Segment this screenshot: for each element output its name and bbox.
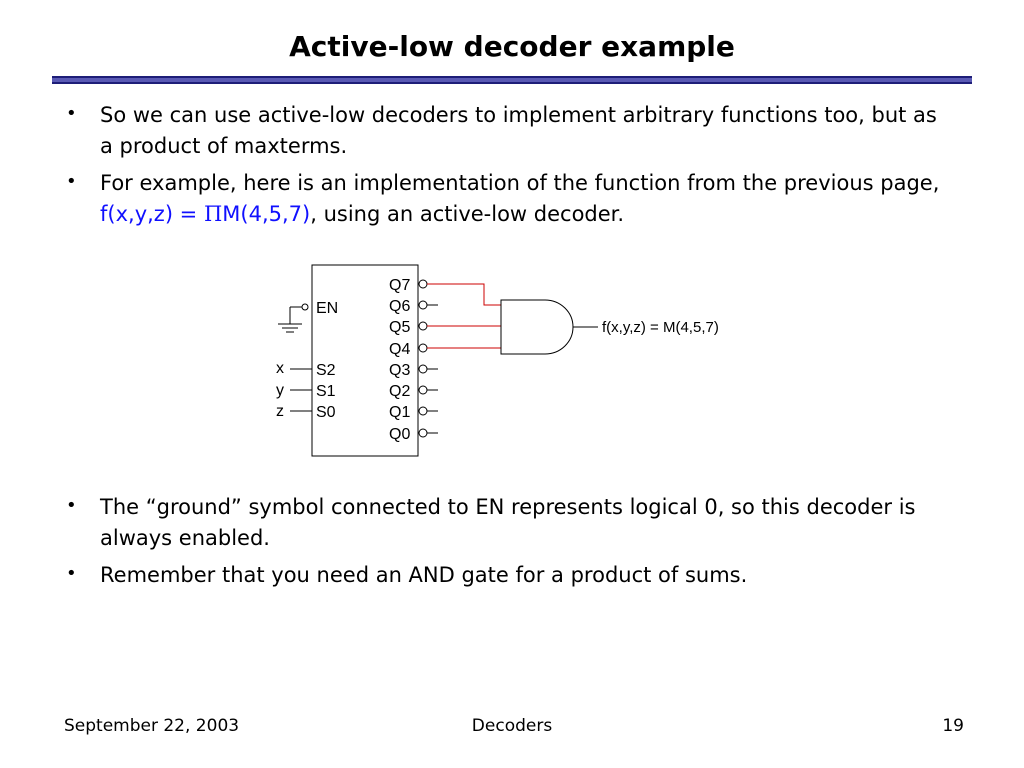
ground-icon (278, 303, 309, 333)
output-bubbles (418, 279, 438, 438)
output-label-q2: Q2 (389, 383, 410, 400)
formula-function: f(x,y,z) = (100, 202, 204, 226)
output-label-q1: Q1 (389, 404, 410, 421)
and-gate-icon (500, 299, 574, 355)
bullet-icon: • (66, 495, 77, 516)
input-z-label: z (276, 403, 284, 420)
bullet-icon: • (66, 563, 77, 584)
connection-wires (427, 283, 501, 349)
output-label-q4: Q4 (389, 341, 410, 358)
footer-page-number: 19 (942, 716, 964, 736)
bullet-text: For example, here is an implementation o… (100, 171, 940, 195)
output-label-q7: Q7 (389, 277, 410, 294)
bullet-text-suffix: , using an active-low decoder. (310, 202, 625, 226)
output-label-q0: Q0 (389, 426, 410, 443)
bullet-text: The “ground” symbol connected to EN repr… (100, 495, 916, 550)
bullet-icon: • (66, 171, 77, 192)
output-label-q3: Q3 (389, 362, 410, 379)
slide-title: Active-low decoder example (289, 30, 735, 63)
bullet-item: • The “ground” symbol connected to EN re… (64, 492, 944, 554)
bullet-list-bottom: • The “ground” symbol connected to EN re… (64, 492, 944, 597)
select-label-s1: S1 (316, 383, 336, 400)
output-labels: Q7 Q6 Q5 Q4 Q3 Q2 Q1 Q0 (389, 277, 410, 443)
function-output-label: f(x,y,z) = M(4,5,7) (602, 319, 719, 336)
decoder-circuit-diagram: EN x y z S2 S1 S0 Q7 Q6 Q5 Q4 Q3 Q2 Q1 Q… (276, 264, 719, 457)
input-x-label: x (276, 360, 284, 377)
footer-date: September 22, 2003 (64, 716, 240, 736)
bullet-item: • Remember that you need an AND gate for… (64, 560, 944, 591)
enable-label: EN (316, 300, 338, 317)
bullet-list-top: • So we can use active-low decoders to i… (64, 100, 944, 236)
title-divider (52, 76, 972, 84)
formula-pi-symbol: Π (203, 202, 223, 226)
bullet-text: Remember that you need an AND gate for a… (100, 563, 748, 587)
formula-maxterms: M(4,5,7) (222, 202, 311, 226)
input-y-label: y (276, 382, 284, 399)
select-inputs: x y z S2 S1 S0 (276, 360, 336, 421)
bullet-item: • So we can use active-low decoders to i… (64, 100, 944, 162)
select-label-s0: S0 (316, 404, 336, 421)
bullet-item: • For example, here is an implementation… (64, 168, 944, 230)
footer-title: Decoders (471, 716, 553, 736)
output-label-q6: Q6 (389, 298, 410, 315)
output-label-q5: Q5 (389, 319, 410, 336)
bullet-text: So we can use active-low decoders to imp… (100, 103, 937, 158)
bullet-icon: • (66, 103, 77, 124)
decoder-block (311, 264, 419, 457)
select-label-s2: S2 (316, 362, 336, 379)
